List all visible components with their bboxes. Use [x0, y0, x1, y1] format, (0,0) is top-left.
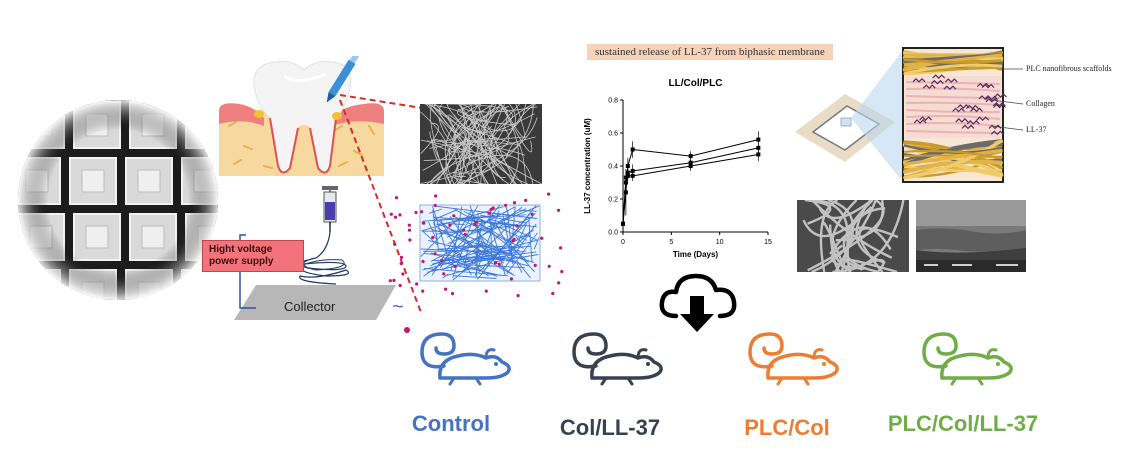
series-1-point	[688, 154, 693, 159]
zoom-dashed-lines	[339, 94, 423, 316]
y-tick-label: 0.8	[608, 98, 618, 105]
series-3-point	[625, 173, 630, 178]
sem-image-fibers	[797, 198, 909, 274]
series-3-point	[688, 164, 693, 168]
drug-loaded-fiber-mesh	[386, 190, 566, 300]
membrane-samples-photo	[14, 96, 222, 304]
group-label: PLC/Col/LL-37	[887, 411, 1039, 436]
group-label: Control	[411, 411, 491, 436]
series-1-point	[630, 147, 635, 152]
membrane-schematic	[795, 44, 1135, 189]
cloud-download-icon	[656, 268, 740, 336]
chart-title: LL/Col/PLC	[669, 78, 723, 89]
tilde-mark: ~	[392, 296, 404, 318]
collector-label: Collector	[284, 299, 336, 314]
series-3-point	[756, 152, 761, 157]
rat-icon	[918, 326, 1018, 386]
plc-scaffold-label: PLC nanofibrous scaffolds	[1026, 64, 1112, 73]
ll37-label: LL-37	[1026, 125, 1047, 134]
rat-icon	[568, 326, 668, 386]
release-banner: sustained release of LL-37 from biphasic…	[587, 44, 833, 60]
sem-image-cross-section	[916, 200, 1026, 272]
series-3-line	[622, 154, 759, 224]
y-axis-label: LL-37 concentration (uM)	[583, 118, 592, 214]
series-3-point	[621, 221, 625, 226]
group-label: Col/LL-37	[559, 415, 661, 440]
x-tick-label: 5	[669, 239, 673, 246]
series-1-line	[622, 139, 759, 224]
rat-icon	[744, 326, 844, 386]
series-3-point	[630, 173, 635, 178]
y-tick-label: 0.6	[608, 131, 618, 138]
x-tick-label: 15	[764, 239, 772, 246]
series-1-point	[756, 137, 761, 142]
sem-fibers-image	[420, 103, 542, 185]
y-tick-label: 0.4	[608, 164, 618, 171]
x-tick-label: 0	[621, 239, 625, 246]
x-axis-label: Time (Days)	[673, 250, 719, 259]
y-tick-label: 0.0	[608, 230, 618, 237]
group-label: PLC/Col	[744, 415, 830, 440]
dot-mark	[404, 327, 410, 333]
electrospinning-setup	[196, 180, 416, 340]
tooth-illustration	[214, 51, 394, 186]
x-tick-label: 10	[716, 239, 724, 246]
collagen-label: Collagen	[1026, 99, 1055, 108]
rat-icon	[416, 326, 516, 386]
high-voltage-power-supply-label: Hight voltage power supply	[202, 240, 304, 272]
y-tick-label: 0.2	[608, 197, 618, 204]
